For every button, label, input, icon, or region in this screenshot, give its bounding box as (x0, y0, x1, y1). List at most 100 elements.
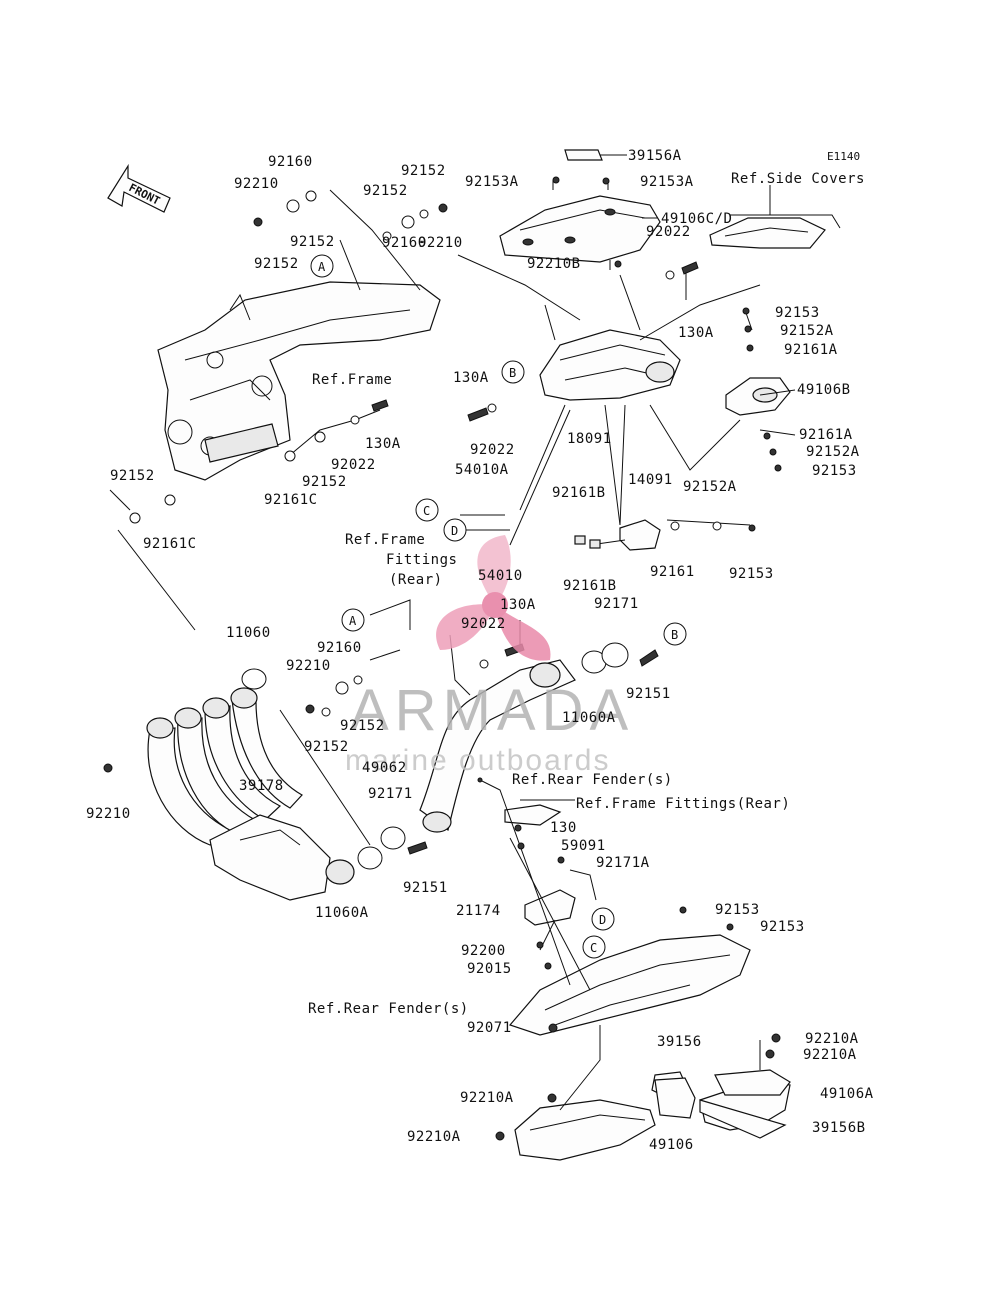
part-label: 92153 (812, 463, 857, 479)
callout-a-2: A (341, 608, 365, 632)
part-label: 49106B (797, 382, 851, 398)
part-label: 92210A (805, 1031, 859, 1047)
part-label: 14091 (628, 472, 673, 488)
svg-text:B: B (509, 366, 516, 380)
part-label: 92152 (302, 474, 347, 490)
part-label: 92153A (465, 174, 519, 190)
part-label: 92161B (552, 485, 606, 501)
hardware-markers (103, 176, 782, 1141)
part-label: 92151 (626, 686, 671, 702)
part-label: 130A (500, 597, 536, 613)
watermark-tagline: marine outboards (345, 744, 610, 777)
part-label: 130 (550, 820, 577, 836)
ref-label: (Rear) (389, 572, 443, 588)
part-label: 39178 (239, 778, 284, 794)
part-label: 92210 (286, 658, 331, 674)
part-label: 92071 (467, 1020, 512, 1036)
part-label: 49106 (649, 1137, 694, 1153)
part-label: 92152 (290, 234, 335, 250)
part-label: 92171 (368, 786, 413, 802)
part-label: 59091 (561, 838, 606, 854)
part-label: 92210B (527, 256, 581, 272)
part-label: 92160 (268, 154, 313, 170)
part-label: 92152A (683, 479, 737, 495)
diagram-code: E1140 (827, 150, 860, 163)
part-label: 92161A (784, 342, 838, 358)
part-label: 39156B (812, 1120, 866, 1136)
part-label: 130A (678, 325, 714, 341)
frame-illustration (157, 281, 441, 481)
ref-label: Ref.Rear Fender(s) (308, 1001, 469, 1017)
part-label: 92152 (254, 256, 299, 272)
part-label: 92160 (382, 235, 427, 251)
ref-label: Ref.Rear Fender(s) (512, 772, 673, 788)
callout-d-2: D (591, 907, 615, 931)
callout-c-2: C (582, 935, 606, 959)
svg-text:A: A (318, 260, 326, 274)
part-label: 49062 (362, 760, 407, 776)
part-label: 39156A (628, 148, 682, 164)
part-label: 92153 (729, 566, 774, 582)
part-label: 54010A (455, 462, 509, 478)
part-label: 92171 (594, 596, 639, 612)
part-label: 92210A (407, 1129, 461, 1145)
part-label: 49106C/D (661, 211, 732, 227)
svg-text:C: C (423, 504, 430, 518)
callout-a-1: A (310, 254, 334, 278)
part-label: 92161C (264, 492, 318, 508)
part-label: 92161A (799, 427, 853, 443)
svg-text:D: D (599, 913, 606, 927)
part-label: 92160 (317, 640, 362, 656)
bracket-illustration (574, 519, 661, 551)
part-label: 92152 (304, 739, 349, 755)
part-label: 130A (365, 436, 401, 452)
part-label: 21174 (456, 903, 501, 919)
silencer-illustration (539, 329, 681, 401)
part-label: 54010 (478, 568, 523, 584)
ref-label: Ref.Side Covers (731, 171, 865, 187)
ref-label: Ref.Frame Fittings(Rear) (576, 796, 790, 812)
part-label: 92210A (803, 1047, 857, 1063)
part-label: 49106A (820, 1086, 874, 1102)
svg-text:B: B (671, 628, 678, 642)
upper-cover-illustration (499, 149, 661, 263)
callout-b-2: B (663, 622, 687, 646)
part-label: 92151 (403, 880, 448, 896)
svg-text:C: C (590, 941, 597, 955)
ref-label: Fittings (386, 552, 457, 568)
rear-fender-illustration (508, 934, 751, 1036)
part-label: 39156 (657, 1034, 702, 1050)
part-label: 92022 (470, 442, 515, 458)
propeller-logo-icon (436, 535, 551, 661)
svg-text:D: D (451, 524, 458, 538)
callout-c-1: C (415, 498, 439, 522)
callout-d-1: D (443, 518, 467, 542)
part-label: 92161B (563, 578, 617, 594)
part-label: 92022 (331, 457, 376, 473)
part-label: 92210A (460, 1090, 514, 1106)
part-label: 11060 (226, 625, 271, 641)
part-label: 11060A (562, 710, 616, 726)
part-label: 92161 (650, 564, 695, 580)
part-label: 92153 (715, 902, 760, 918)
side-cover-illustration (709, 217, 826, 249)
part-label: 92152 (110, 468, 155, 484)
mid-pipe-illustration (380, 642, 629, 850)
callout-b-1: B (501, 360, 525, 384)
part-label: 92153 (775, 305, 820, 321)
end-cap-illustration (725, 377, 791, 416)
part-label: 92210 (234, 176, 279, 192)
part-label: 92200 (461, 943, 506, 959)
part-label: 92015 (467, 961, 512, 977)
part-label: 92161C (143, 536, 197, 552)
ref-label: Ref.Frame (312, 372, 392, 388)
heat-shield-illustration (654, 1077, 787, 1139)
part-label: 130A (453, 370, 489, 386)
leader-lines (109, 154, 841, 1111)
collector-illustration (209, 814, 383, 901)
front-arrow-icon: FRONT (107, 163, 171, 213)
part-label: 92171A (596, 855, 650, 871)
actuator-illustration (504, 804, 597, 926)
svg-text:A: A (349, 614, 357, 628)
part-label: 92152 (401, 163, 446, 179)
